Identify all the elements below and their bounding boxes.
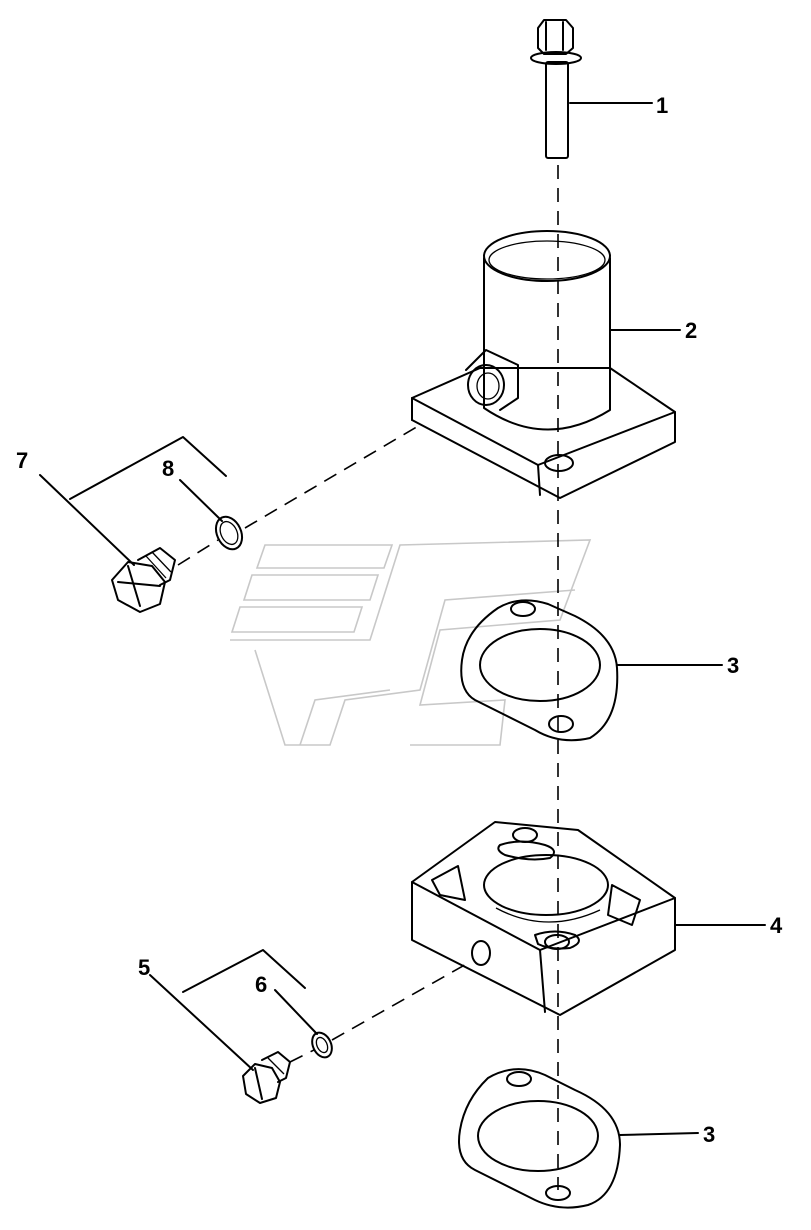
callout-1: 1 — [656, 93, 668, 118]
gasket-part-3-upper — [460, 599, 619, 742]
callout-3-upper: 3 — [727, 653, 739, 678]
spacer-block-part-4 — [411, 821, 676, 1016]
callout-2: 2 — [685, 318, 697, 343]
assembly-line-lower-plug — [289, 1049, 315, 1063]
leader-5-bracket — [182, 949, 306, 993]
leader-8 — [179, 479, 223, 522]
callout-8: 8 — [162, 456, 174, 481]
callout-4: 4 — [770, 913, 783, 938]
leader-7-bracket — [69, 436, 227, 500]
leader-3-lower — [619, 1132, 699, 1136]
assembly-line-lower — [331, 961, 471, 1041]
washer-part-8 — [214, 515, 244, 551]
callout-6: 6 — [255, 972, 267, 997]
plug-part-7 — [111, 547, 176, 613]
callout-5: 5 — [138, 955, 150, 980]
bolt-part-1 — [530, 19, 582, 159]
callout-7: 7 — [16, 448, 28, 473]
housing-part-2 — [411, 230, 676, 499]
assembly-line-upper-plug — [177, 539, 219, 566]
callout-3-lower: 3 — [703, 1122, 715, 1147]
plug-part-5 — [242, 1051, 291, 1104]
gasket-part-3-lower — [458, 1068, 621, 1209]
leader-7 — [39, 474, 135, 566]
leader-6 — [274, 989, 318, 1035]
leader-5 — [149, 974, 254, 1071]
washer-part-6 — [311, 1031, 333, 1059]
assembly-line-upper — [244, 424, 421, 529]
watermark-logo — [230, 539, 592, 746]
